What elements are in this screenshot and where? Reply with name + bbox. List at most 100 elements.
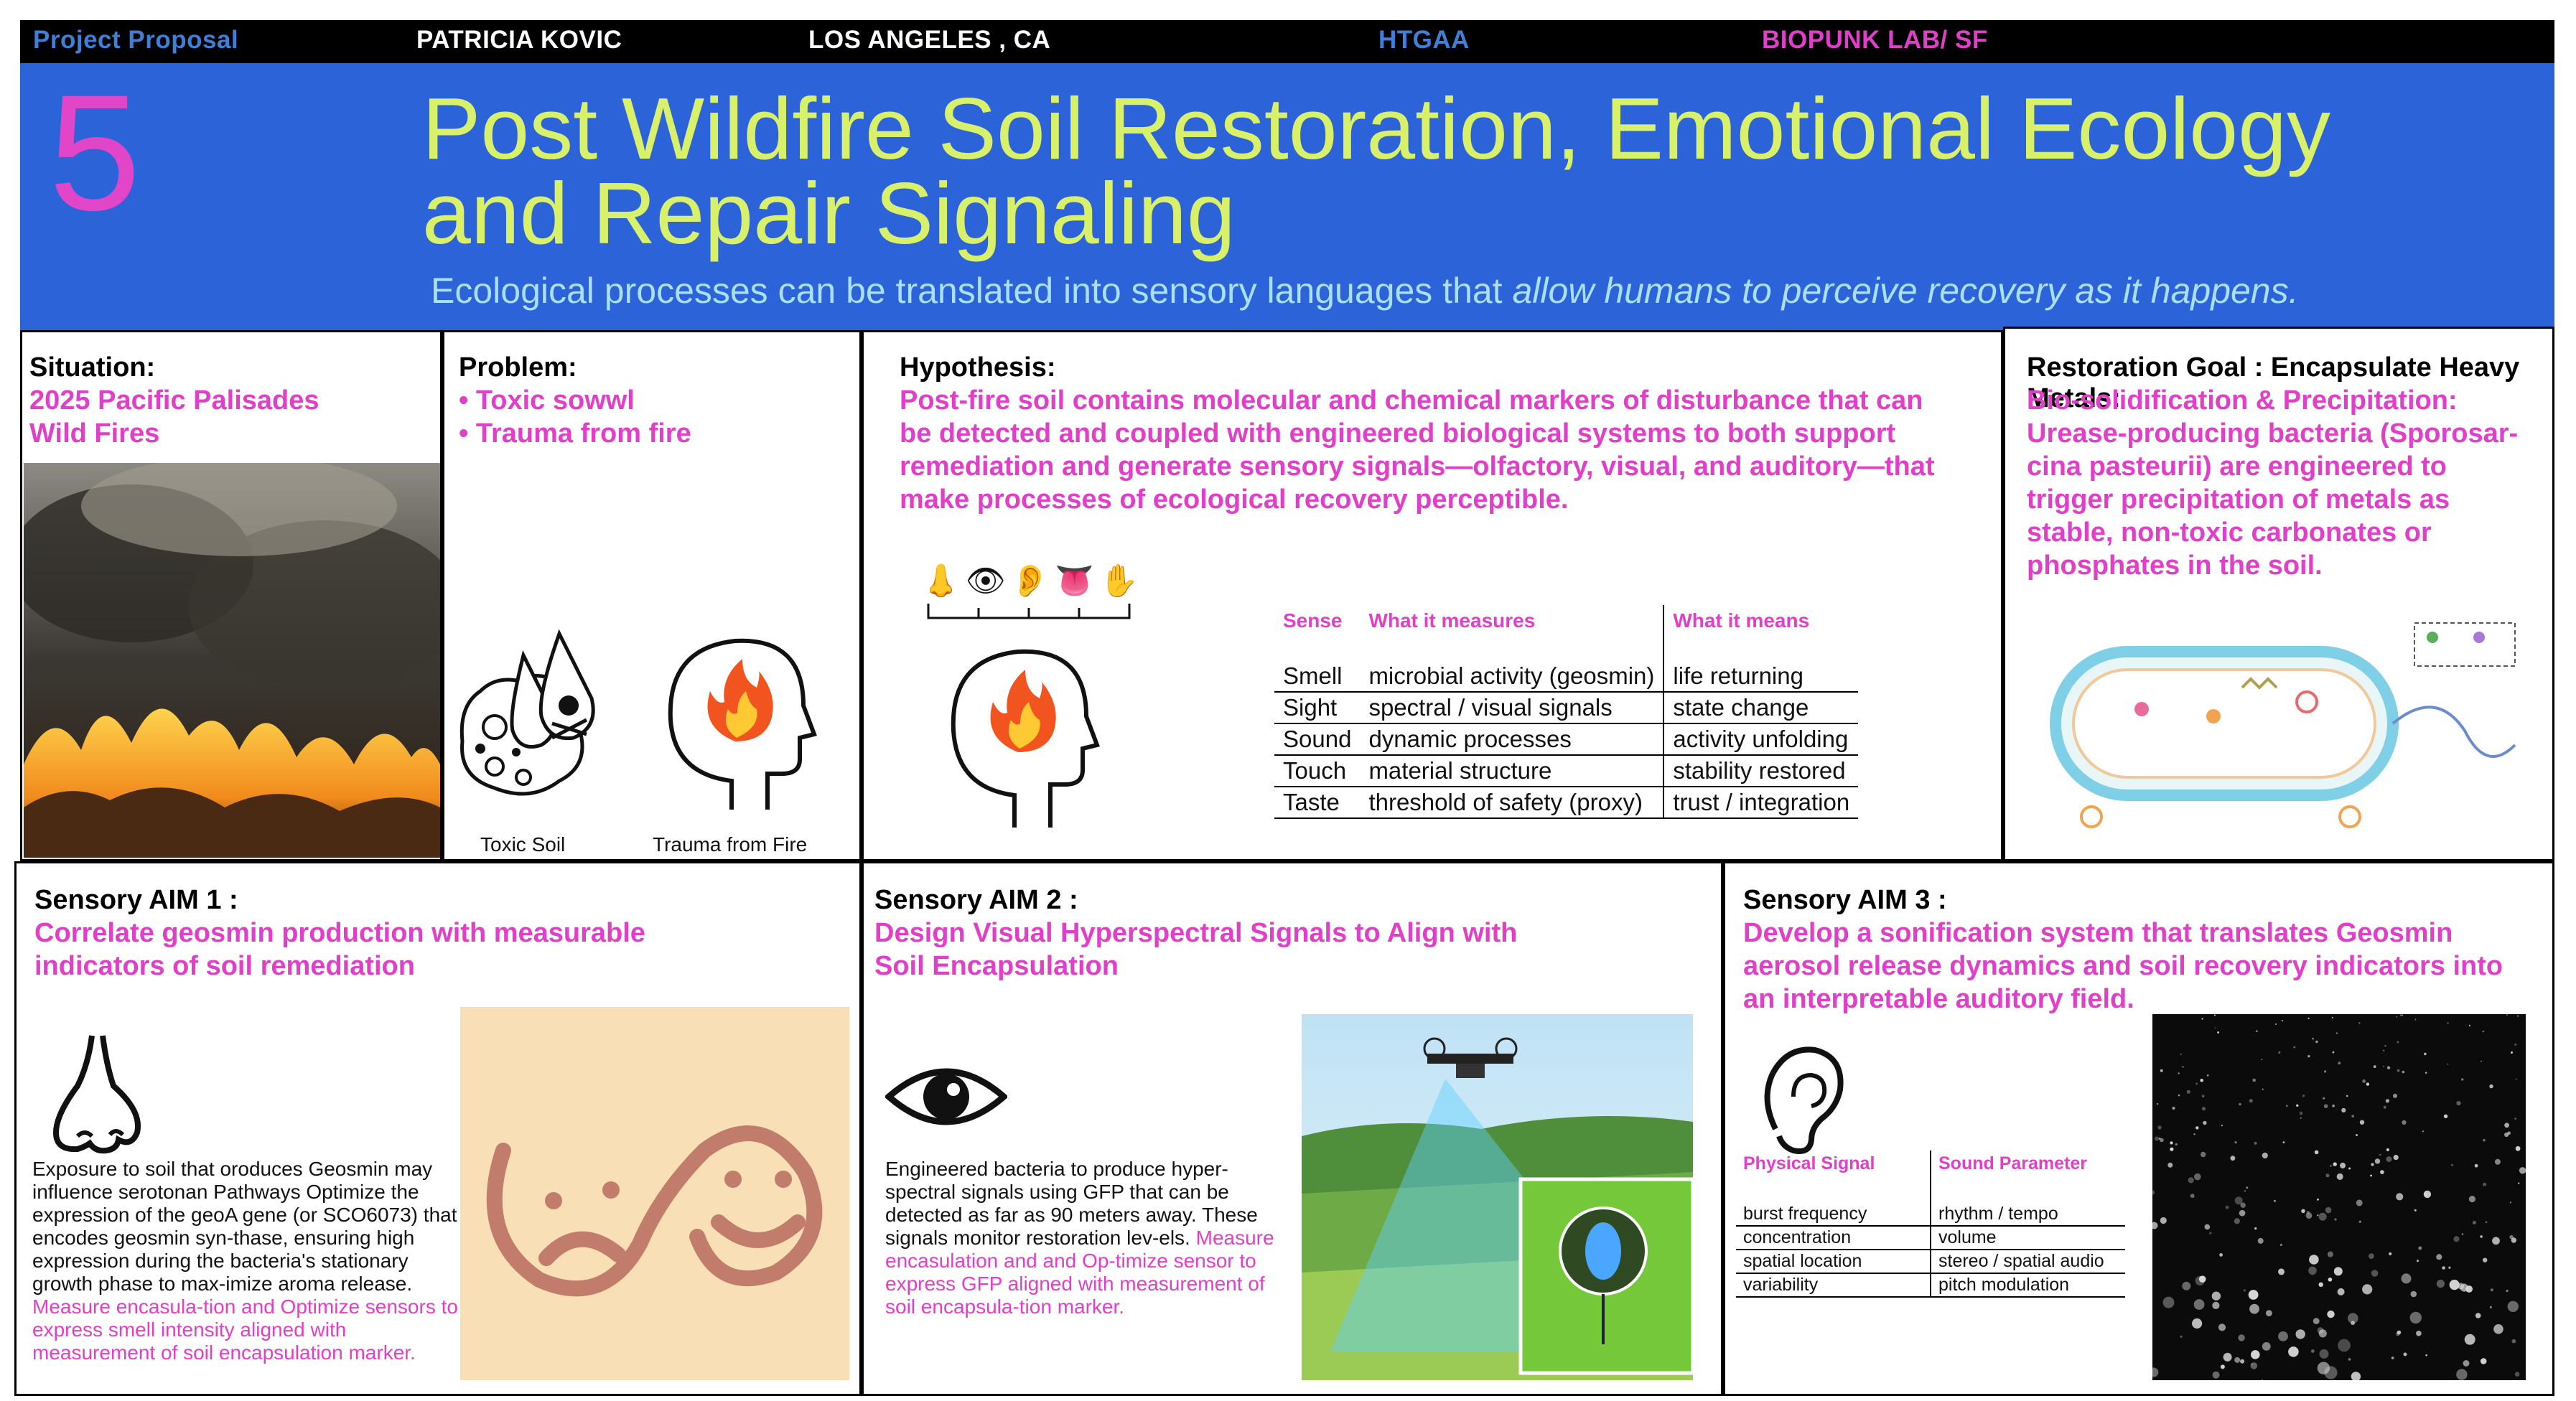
aerosol-particle [2393,1093,2397,1098]
aerosol-particle [2358,1220,2361,1223]
aerosol-particle [2393,1155,2399,1161]
goal-text: Bio-solidification & Precipitation: Urea… [2027,385,2519,581]
hypothesis-header: Hypothesis: [900,352,1056,383]
aerosol-particle [2490,1288,2493,1292]
aerosol-particle [2278,1051,2281,1054]
aerosol-particle [2335,1032,2338,1034]
aim2-highlight-text: Measure encasulation and and Op-timize s… [885,1227,1274,1318]
hypothesis-text: Post-fire soil contains molecular and ch… [900,385,1935,515]
eye-icon [885,1068,1007,1125]
problem-item-trauma: • Trauma from fire [459,418,691,449]
aerosol-particle [2318,1329,2327,1338]
aerosol-particle [2489,1306,2492,1308]
aim1-body-text: Exposure to soil that oroduces Geosmin m… [32,1158,457,1295]
aerosol-particle [2180,1053,2182,1056]
caption-toxic-soil: Toxic Soil [480,833,566,856]
aerosol-particle [2351,1321,2355,1326]
aerosol-particle [2494,1158,2501,1165]
aerosol-particle [2383,1065,2385,1067]
aerosol-particle [2307,1017,2310,1019]
aerosol-particle [2514,1043,2517,1046]
aerosol-particle [2483,1257,2488,1262]
sense-col-header: Sense [1283,609,1343,632]
aerosol-particle [2449,1280,2460,1290]
title-line-2: and Repair Signaling [422,164,1236,262]
physical-signal-header: Physical Signal [1736,1151,1931,1203]
title-banner: 5 Post Wildfire Soil Restoration, Emotio… [20,63,2554,330]
proposal-number: 5 [49,60,141,245]
aerosol-particle [2317,1214,2319,1217]
table-cell: Taste [1274,787,1361,819]
aerosol-particle [2464,1334,2475,1345]
lab-label: BIOPUNK LAB/ SF [1762,26,1988,54]
aerosol-particle [2308,1266,2317,1275]
aerosol-particle [2483,1182,2487,1186]
aerosol-particle [2456,1101,2461,1106]
aerosol-particle [2288,1346,2299,1357]
aerosol-particle [2175,1143,2178,1146]
aerosol-particle [2212,1371,2220,1379]
aerosol-particle [2397,1069,2400,1072]
aerosol-particle [2152,1190,2155,1195]
situation-panel: Situation: 2025 Pacific Palisades Wild F… [20,330,442,861]
top-bar: Project Proposal PATRICIA KOVIC LOS ANGE… [20,20,2554,63]
table-row: spatial location stereo / spatial audio [1736,1250,2125,1274]
aerosol-particle [2282,1141,2285,1143]
aerosol-particle [2492,1237,2500,1245]
aerosol-particle [2373,1065,2376,1068]
aerosol-particle [2359,1120,2365,1125]
subtitle-italic: allow humans to perceive recovery as it … [1512,271,2299,311]
head-fire-icon [951,649,1100,828]
aerosol-particle [2362,1284,2373,1295]
aerosol-particle [2417,1260,2419,1262]
aerosol-particle [2178,1072,2180,1074]
aerosol-particle [2300,1117,2302,1119]
aerosol-particle [2480,1060,2483,1062]
aerosol-particle [2333,1267,2343,1276]
aerosol-particle [2194,1173,2201,1181]
aerosol-particle [2172,1106,2175,1110]
aerosol-particle [2391,1357,2394,1359]
aerosol-particle [2423,1190,2432,1199]
aerosol-particle [2178,1094,2180,1097]
aerosol-particle [2262,1088,2264,1090]
table-cell: material structure [1360,755,1665,787]
aerosol-particle [2198,1275,2206,1283]
aerosol-particle [2234,1196,2243,1205]
aerosol-particle [2507,1301,2519,1312]
aerosol-particle [2383,1105,2386,1109]
hand-icon: ✋ [1099,563,1139,599]
aerosol-particle [2351,1372,2361,1380]
aerosol-particle [2160,1138,2164,1143]
aerosol-particle [2511,1051,2513,1054]
aerosol-particle [2475,1313,2481,1318]
aerosol-particle [2425,1354,2427,1357]
aerosol-particle [2460,1283,2468,1292]
aerosol-particle [2461,1233,2464,1235]
aerosol-particle [2506,1289,2509,1293]
aerosol-particle [2170,1147,2174,1151]
aerosol-particle [2167,1162,2173,1168]
aerosol-particle [2285,1105,2288,1107]
aerosol-particle [2514,1117,2516,1120]
aerosol-particle [2425,1072,2427,1074]
aerosol-particle [2295,1329,2305,1339]
sense-table: Sense What it measures What it means Sme… [1274,605,1859,819]
aerosol-particle [2414,1018,2417,1021]
aerosol-particle [2325,1173,2330,1178]
table-cell: Touch [1274,755,1361,787]
aerosol-particle [2302,1095,2305,1097]
aerosol-particle [2448,1266,2451,1269]
aerosol-particle [2157,1125,2162,1130]
aerosol-particle [2436,1254,2442,1260]
trauma-head-fire-icon [668,638,817,810]
table-cell: stereo / spatial audio [1931,1250,2125,1274]
aerosol-particle [2249,1099,2253,1103]
aerosol-particle [2331,1016,2333,1018]
aerosol-particle [2396,1332,2400,1336]
aerosol-particle [2158,1138,2161,1140]
table-cell: dynamic processes [1360,723,1665,756]
aerosol-particle [2186,1090,2190,1094]
aerosol-particle [2250,1362,2258,1369]
aerosol-particle [2317,1327,2324,1334]
